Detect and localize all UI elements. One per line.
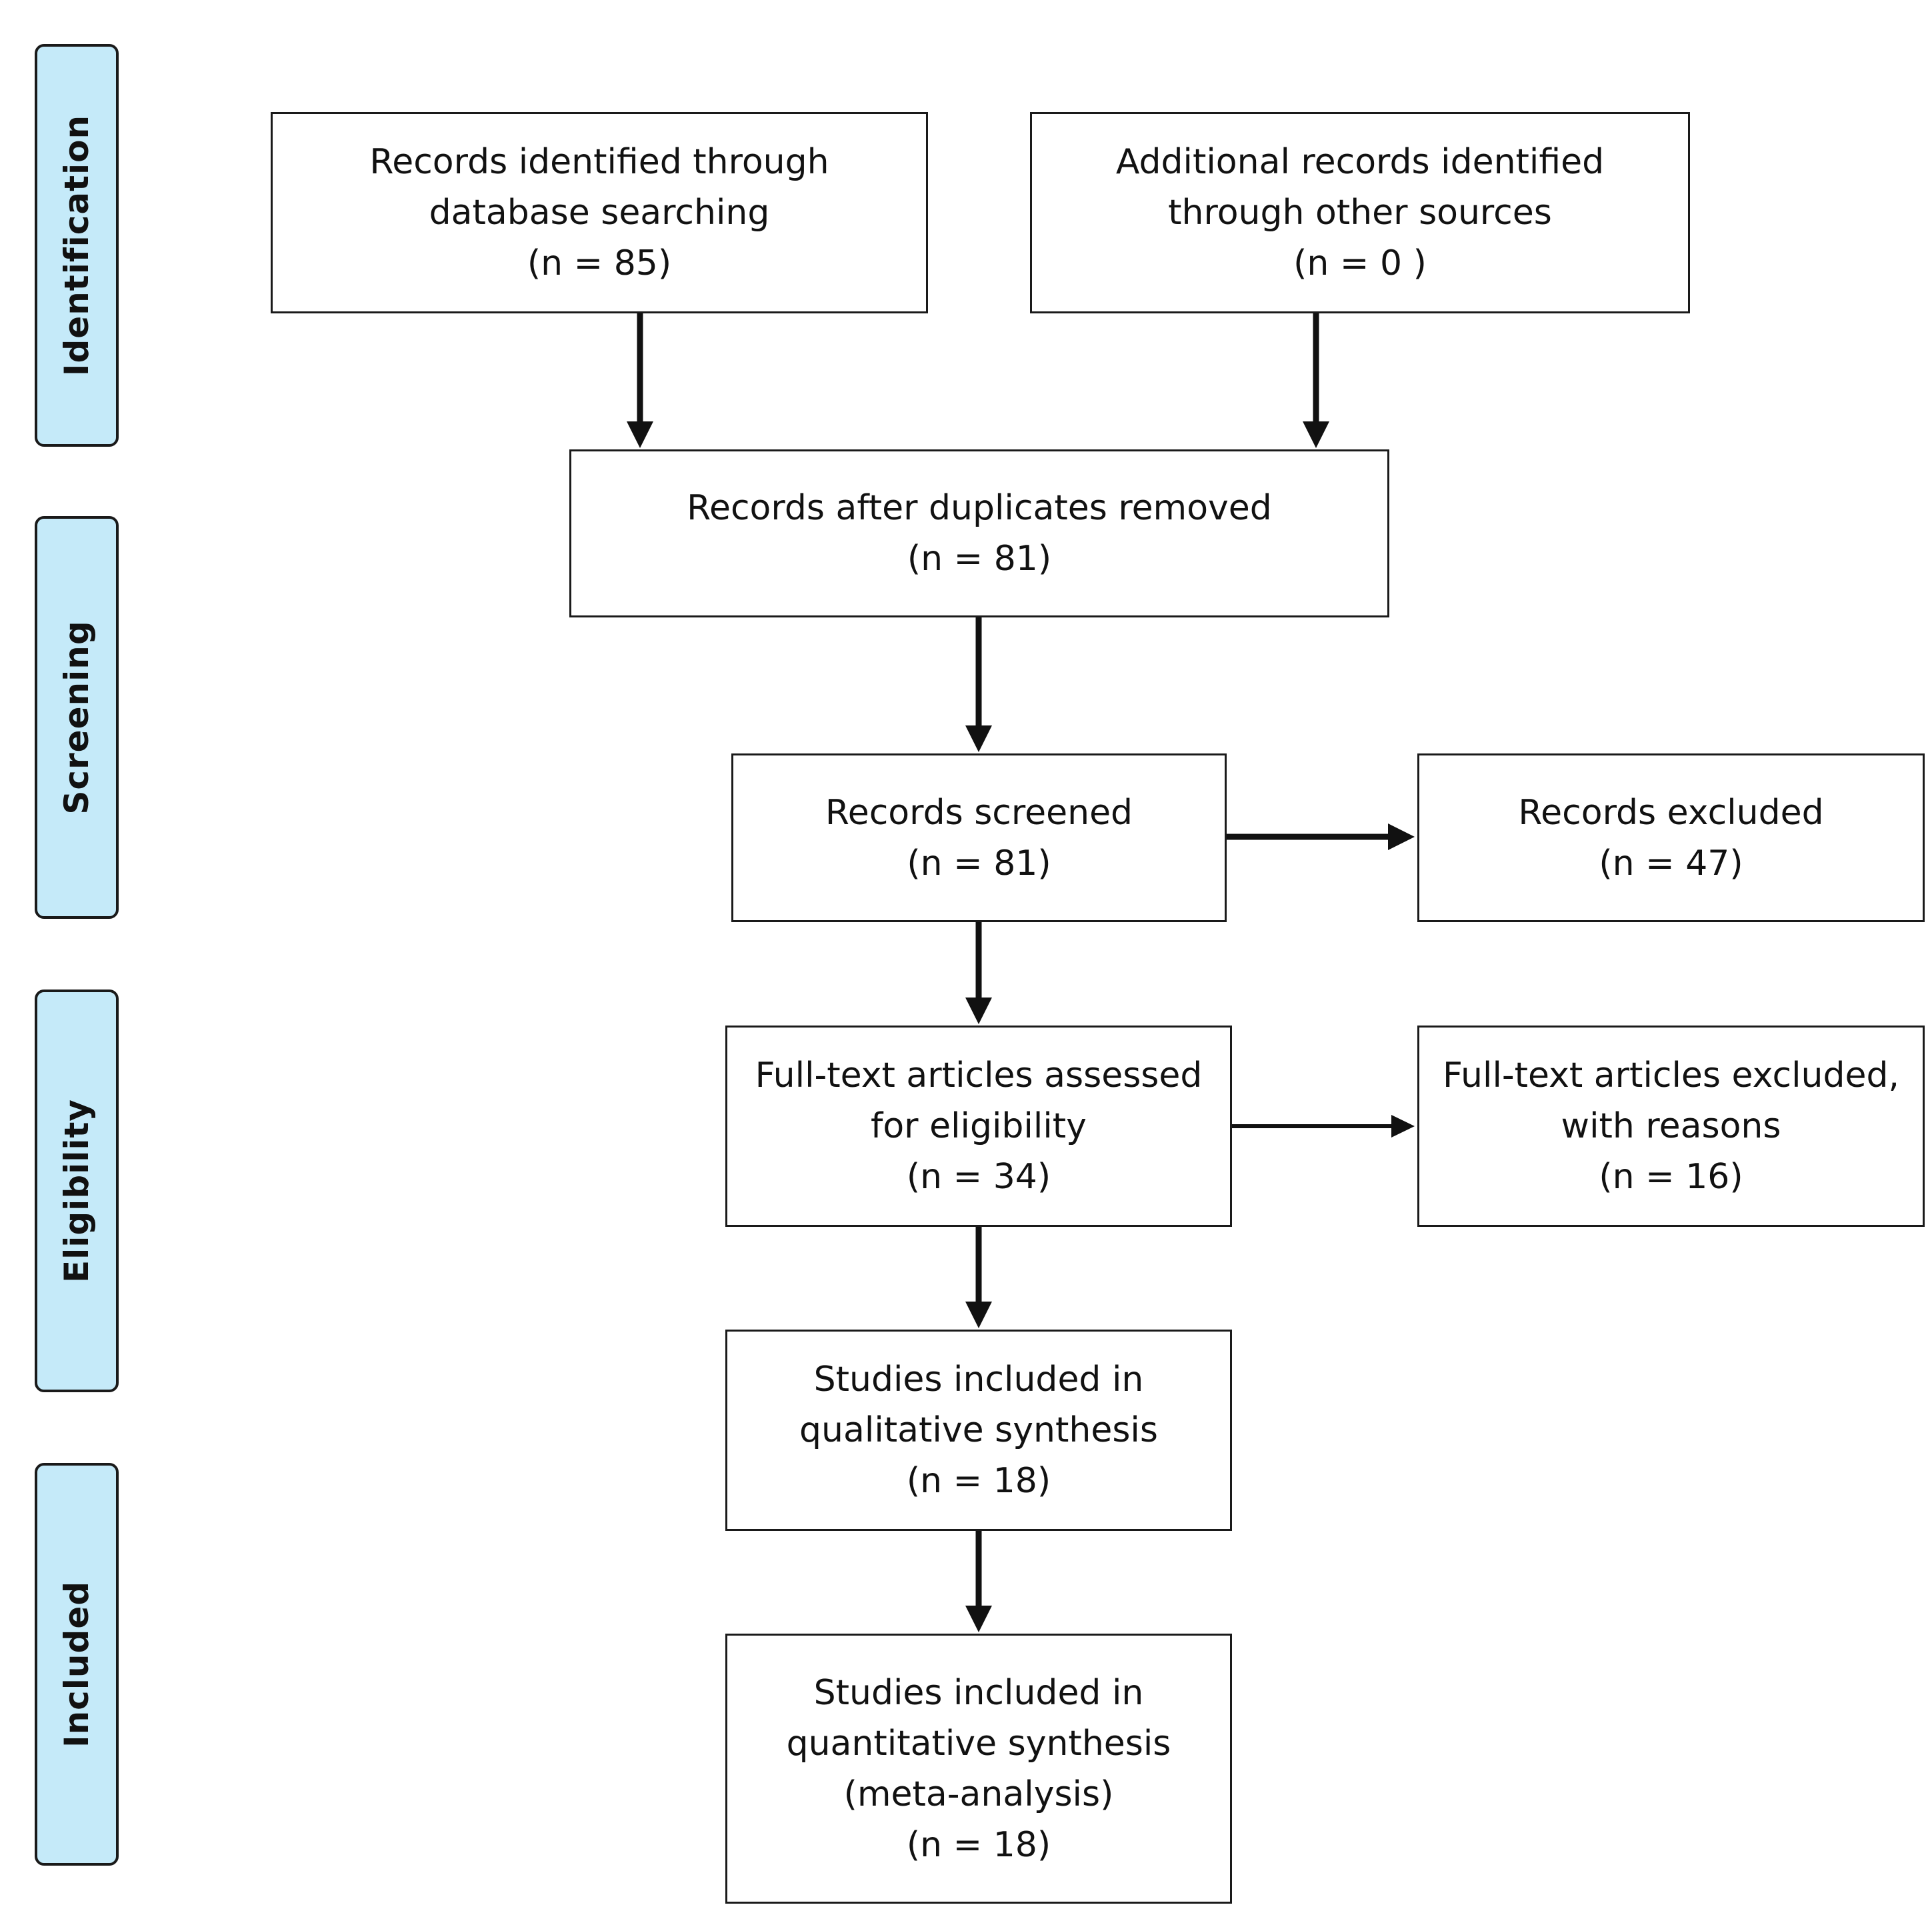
box-database-line1: Records identified through — [369, 142, 829, 182]
box-quantitative-count: (n = 18) — [906, 1824, 1051, 1865]
box-fulltext-excluded: Full-text articles excluded, with reason… — [1417, 1026, 1925, 1227]
box-fulltext-excluded-line1: Full-text articles excluded, — [1442, 1056, 1900, 1096]
box-quantitative-line2: quantitative synthesis — [786, 1723, 1171, 1764]
box-fulltext-line2: for eligibility — [871, 1106, 1087, 1146]
phase-eligibility: Eligibility — [35, 990, 119, 1392]
phase-included: Included — [35, 1463, 119, 1866]
box-quantitative-line3: (meta-analysis) — [843, 1774, 1114, 1814]
box-other-sources: Additional records identified through ot… — [1030, 112, 1690, 313]
box-qualitative-line2: qualitative synthesis — [799, 1410, 1158, 1450]
box-excluded-count: (n = 47) — [1599, 843, 1743, 883]
box-other-line2: through other sources — [1168, 193, 1552, 233]
box-excluded-line1: Records excluded — [1518, 792, 1824, 833]
phase-screening: Screening — [35, 516, 119, 919]
phase-identification: Identification — [35, 44, 119, 447]
box-quantitative-line1: Studies included in — [813, 1672, 1144, 1713]
box-records-excluded: Records excluded (n = 47) — [1417, 753, 1925, 922]
box-records-screened: Records screened (n = 81) — [731, 753, 1227, 922]
box-database-count: (n = 85) — [527, 243, 672, 283]
box-other-line1: Additional records identified — [1115, 142, 1605, 182]
box-after-duplicates: Records after duplicates removed (n = 81… — [569, 449, 1389, 617]
box-fulltext-count: (n = 34) — [906, 1157, 1051, 1197]
box-database-line2: database searching — [429, 193, 770, 233]
box-screened-count: (n = 81) — [907, 843, 1051, 883]
box-qualitative-synthesis: Studies included in qualitative synthesi… — [725, 1330, 1232, 1531]
box-qualitative-count: (n = 18) — [906, 1461, 1051, 1501]
box-quantitative-synthesis: Studies included in quantitative synthes… — [725, 1634, 1232, 1904]
box-qualitative-line1: Studies included in — [813, 1360, 1144, 1400]
box-fulltext-excluded-line2: with reasons — [1561, 1106, 1781, 1146]
box-database-records: Records identified through database sear… — [271, 112, 928, 313]
box-fulltext-excluded-count: (n = 16) — [1599, 1157, 1743, 1197]
box-screened-line1: Records screened — [825, 792, 1133, 833]
box-after-duplicates-line1: Records after duplicates removed — [687, 488, 1272, 528]
box-other-count: (n = 0 ) — [1293, 243, 1427, 283]
box-after-duplicates-count: (n = 81) — [907, 539, 1052, 579]
box-fulltext-assessed: Full-text articles assessed for eligibil… — [725, 1026, 1232, 1227]
box-fulltext-line1: Full-text articles assessed — [755, 1056, 1203, 1096]
